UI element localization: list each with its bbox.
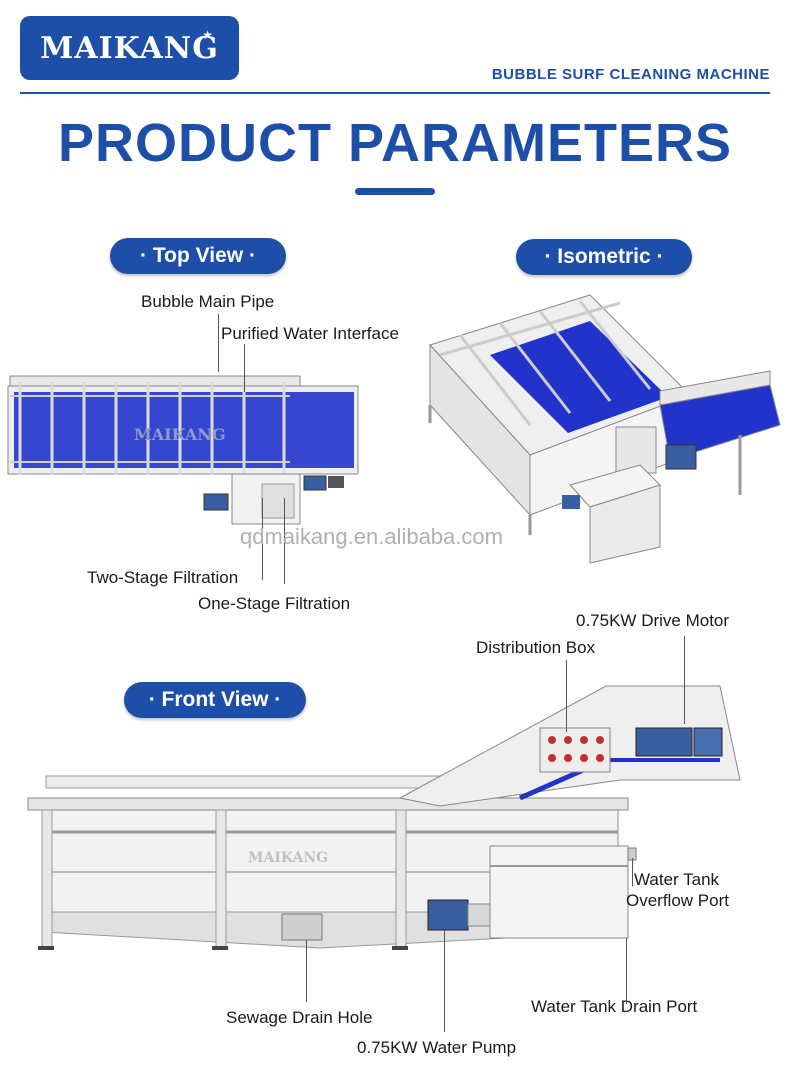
title-underline bbox=[355, 188, 435, 195]
leader-two-stage bbox=[262, 498, 263, 580]
page-title: PRODUCT PARAMETERS bbox=[57, 113, 732, 173]
header-title: BUBBLE SURF CLEANING MACHINE bbox=[491, 66, 770, 83]
label-water-pump: 0.75KW Water Pump bbox=[357, 1038, 517, 1057]
label-bubble-main-pipe: Bubble Main Pipe bbox=[141, 292, 275, 311]
top-view-watermark: MAIKANG bbox=[134, 425, 226, 444]
isometric-drawing bbox=[428, 294, 781, 564]
front-view-drawing bbox=[27, 685, 741, 950]
logo-text: MAIKANG bbox=[40, 30, 219, 66]
leader-water-pump bbox=[444, 930, 445, 1032]
leader-overflow-port bbox=[632, 858, 633, 886]
leader-one-stage bbox=[284, 498, 285, 584]
star-icon: ★ bbox=[202, 28, 213, 42]
leader-drive-motor bbox=[684, 636, 685, 724]
front-view-watermark: MAIKANG bbox=[248, 850, 329, 866]
label-overflow-port-line1: Water Tank bbox=[634, 870, 720, 889]
leader-sewage-drain bbox=[306, 940, 307, 1002]
top-view-drawing bbox=[7, 375, 359, 525]
label-two-stage-filtration: Two-Stage Filtration bbox=[87, 568, 239, 587]
leader-drain-port bbox=[626, 938, 627, 1004]
label-overflow-port-line2: Overflow Port bbox=[626, 891, 729, 910]
label-distribution-box: Distribution Box bbox=[476, 638, 596, 657]
label-one-stage-filtration: One-Stage Filtration bbox=[198, 594, 351, 613]
leader-purified-water bbox=[244, 344, 245, 392]
header-divider bbox=[20, 92, 770, 94]
label-sewage-drain-hole: Sewage Drain Hole bbox=[226, 1008, 373, 1027]
label-purified-water-interface: Purified Water Interface bbox=[221, 324, 399, 343]
brand-logo: MAIKANG ★ bbox=[20, 16, 239, 80]
section-isometric: · Isometric · bbox=[516, 239, 692, 275]
url-watermark: qdmaikang.en.alibaba.com bbox=[240, 524, 503, 549]
label-water-tank-drain-port: Water Tank Drain Port bbox=[531, 997, 698, 1016]
label-drive-motor: 0.75KW Drive Motor bbox=[576, 611, 730, 630]
section-top-view: · Top View · bbox=[110, 238, 286, 274]
section-front-view: · Front View · bbox=[124, 682, 306, 718]
leader-bubble-main-pipe bbox=[218, 314, 219, 372]
leader-distribution-box bbox=[566, 660, 567, 732]
